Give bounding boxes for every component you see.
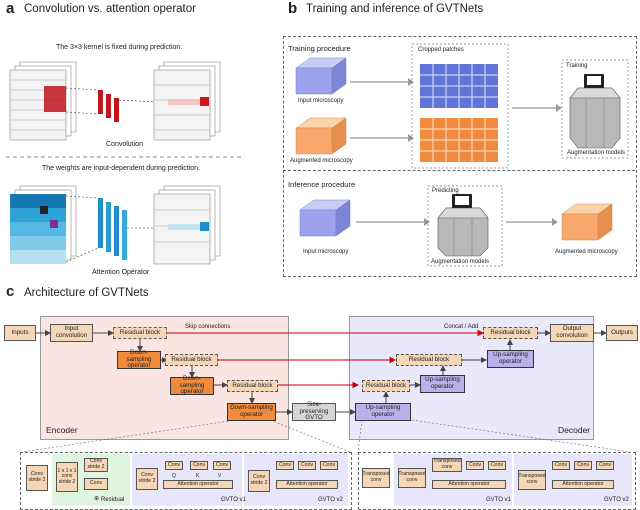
dec-v1-transposed-conv: Transposed conv [432, 458, 462, 472]
up-sampling-2: Up-sampling operator [420, 375, 465, 393]
enc-conv-1x1: 1 x 1 x 1 conv stride 2 [56, 462, 78, 492]
enc-v1-conv-v: Conv [213, 461, 231, 470]
dec-v1-attention: Attention operator [432, 480, 506, 489]
training-augmented-label: Augmented microscopy [290, 158, 353, 164]
up-sampling-3: Up-sampling operator [487, 350, 534, 368]
conv-kernel [65, 87, 156, 122]
enc-v2-conv-c: Conv [320, 461, 338, 470]
conv-input-stack [9, 61, 77, 141]
inputs-box: Inputs [4, 325, 36, 341]
inference-input-cube [299, 199, 351, 237]
dec-transposed-conv-a: Transposed conv [362, 468, 390, 488]
enc-v1-k: K [196, 473, 200, 479]
residual-block-6: Residual block [483, 327, 538, 339]
enc-conv-stride2-a: Conv stride 2 [26, 465, 48, 491]
enc-res-conv: Conv [84, 478, 108, 490]
training-heading: Training procedure [288, 44, 351, 53]
enc-v1-q: Q [172, 473, 176, 479]
panel-c-letter: c [6, 283, 15, 300]
dec-v2-conv-b: Conv [574, 461, 592, 470]
dec-v2-conv-a: Conv [552, 461, 570, 470]
predicting-label: Predicting [432, 188, 459, 194]
enc-v1-conv-k: Conv [190, 461, 208, 470]
down-sampling-1: Down-sampling operator [117, 349, 161, 369]
residual-label: Residual [101, 497, 125, 503]
conv-output-stack [153, 61, 221, 141]
dec-transposed-conv-b: Transposed conv [398, 468, 426, 488]
inference-models-label: Augmentation models [431, 259, 490, 265]
training-model-frame [561, 59, 629, 159]
dec-v1-conv-k: Conv [466, 461, 484, 470]
up-sampling-1: Up-sampling operator [355, 403, 411, 421]
dec-gvto-v2-label: GVTO v2 [604, 497, 629, 503]
cropped-patches-frame [411, 43, 509, 169]
panel-b-letter: b [288, 0, 298, 17]
residual-block-4: Residual block [362, 380, 410, 392]
dec-gvto-v1-label: GVTO v1 [486, 497, 511, 503]
training-models-label: Augmentation models [567, 150, 626, 156]
output-convolution-box: Output convolution [550, 324, 594, 342]
gvto-v1-label: GVTO v1 [221, 497, 246, 503]
residual-block-5: Residual block [396, 354, 462, 366]
orange-patches [420, 118, 498, 162]
enc-v1-conv-q: Conv [165, 461, 183, 470]
outputs-box: Outputs [606, 325, 638, 341]
dec-v2-transposed-conv: Transposed conv [518, 470, 546, 490]
panel-b-divider [283, 170, 635, 171]
concat-add-label: Concat / Add [444, 324, 479, 330]
attention-input-stack [10, 185, 77, 264]
residual-plus: ⊕ [94, 496, 100, 502]
decoder-label: Decoder [558, 425, 591, 435]
gvto-v2-label: GVTO v2 [318, 497, 343, 503]
training-input-label: Input microscopy [298, 98, 344, 104]
panel-a-letter: a [6, 0, 15, 17]
enc-v1-attention: Attention operator [163, 480, 233, 489]
residual-block-2: Residual block [165, 354, 218, 366]
panel-c-title: Architecture of GVTNets [24, 287, 149, 299]
panel-b-title: Training and inference of GVTNets [306, 3, 484, 15]
attention-weights [65, 195, 155, 263]
training-model-cylinder [569, 74, 621, 149]
down-sampling-3: Down-sampling operator [227, 403, 276, 421]
cropped-patches-label: Cropped patches [418, 47, 464, 53]
residual-block-3: Residual block [227, 380, 278, 392]
training-augmented-cube [295, 117, 347, 155]
convolution-label: Convolution [106, 141, 143, 148]
inference-heading: Inference procedure [288, 180, 356, 189]
dec-v2-conv-c: Conv [596, 461, 614, 470]
enc-v2-attention: Attention operator [276, 480, 338, 489]
panel-b-frame [283, 36, 637, 277]
down-sampling-2: Down-sampling operator [170, 375, 214, 395]
residual-block-1: Residual block [113, 327, 167, 339]
enc-v1-conv-s2: Conv stride 2 [136, 468, 158, 490]
attention-operator-label: Attention Operator [92, 269, 150, 276]
inference-model-cylinder [437, 194, 489, 257]
input-convolution-box: Input convolution [50, 324, 93, 342]
inference-output-label: Augmented microscopy [555, 249, 618, 255]
enc-v1-v: V [218, 473, 222, 479]
panel-a-title: Convolution vs. attention operator [24, 3, 196, 15]
enc-res-conv-stride2: Conv stride 2 [84, 458, 108, 472]
blue-patches [420, 64, 498, 108]
panel-a-bottom-caption: The weights are input-dependent during p… [42, 165, 200, 172]
dec-v1-conv-v: Conv [488, 461, 506, 470]
panel-a-top-caption: The 3×3 kernel is fixed during predictio… [56, 44, 183, 51]
inference-input-label: Input microscopy [303, 249, 349, 255]
attention-output-stack [153, 185, 221, 265]
gvto-box: Size-preserving GVTO [292, 401, 336, 421]
training-label: Training [566, 63, 588, 69]
predicting-frame [427, 185, 503, 267]
skip-connections-label: Skip connections [185, 324, 231, 330]
enc-v2-conv-a: Conv [276, 461, 294, 470]
training-input-cube [295, 57, 347, 95]
inference-output-cube [561, 203, 613, 241]
enc-v2-conv-stride2: Conv stride 2 [248, 470, 270, 492]
enc-v2-conv-b: Conv [298, 461, 316, 470]
dec-v2-attention: Attention operator [552, 480, 614, 489]
encoder-label: Encoder [46, 425, 78, 435]
